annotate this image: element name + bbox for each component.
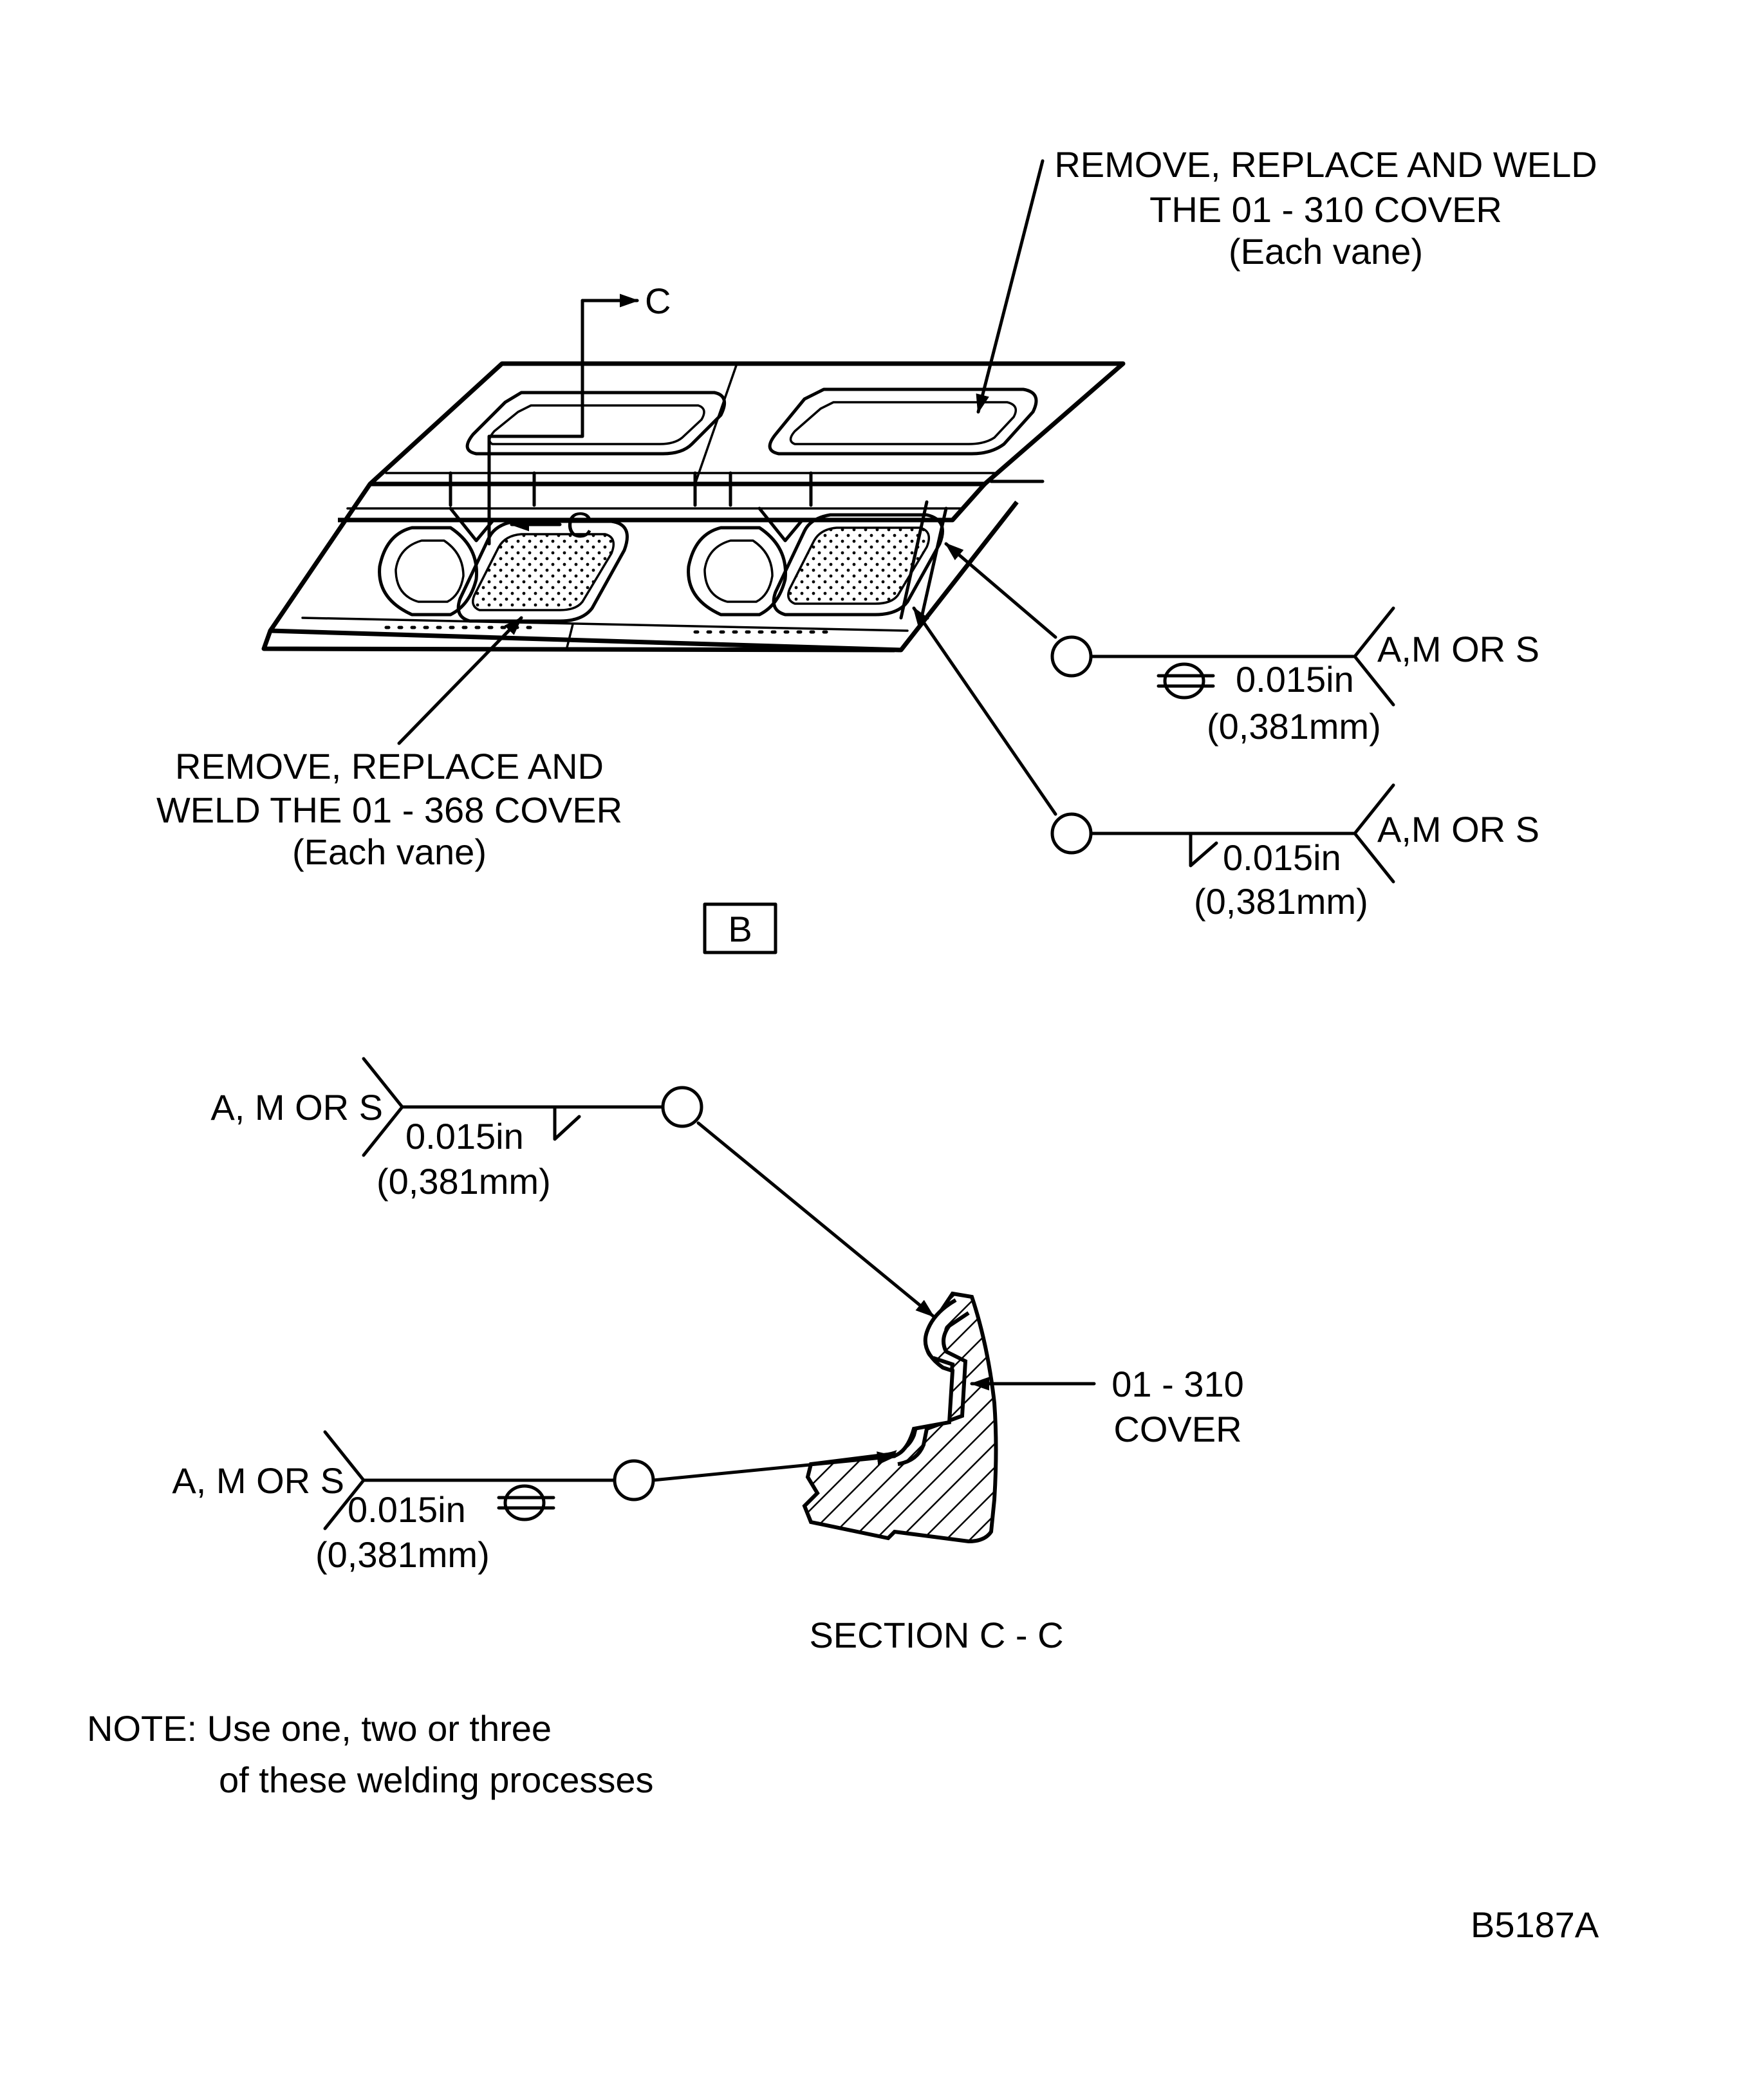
section-title: SECTION C - C <box>809 1615 1063 1655</box>
callout-top-cover: REMOVE, REPLACE AND WELD THE 01 - 310 CO… <box>976 144 1597 414</box>
vane-assembly <box>261 361 1126 653</box>
callout-bottom-line2: WELD THE 01 - 368 COVER <box>156 790 622 830</box>
note-line1: NOTE: Use one, two or three <box>87 1708 552 1749</box>
callout-bottom-cover: REMOVE, REPLACE AND WELD THE 01 - 368 CO… <box>156 616 622 872</box>
cover-label-line2: COVER <box>1113 1409 1241 1449</box>
weld-symbol-c2: A, M OR S 0.015in (0,381mm) <box>172 1430 897 1575</box>
callout-top-line2: THE 01 - 310 COVER <box>1149 189 1502 230</box>
weld-symbol-b1: 0.015in (0,381mm) A,M OR S <box>944 542 1539 747</box>
weld-b1-size-metric: (0,381mm) <box>1207 706 1381 747</box>
section-cut-line: C C <box>487 281 671 546</box>
figure-id: B5187A <box>1471 1904 1599 1945</box>
view-label-b: B <box>703 902 777 954</box>
section-marker-top: C <box>645 281 671 321</box>
weld-b1-process: A,M OR S <box>1377 629 1539 669</box>
weld-symbol-b2: 0.015in (0,381mm) A,M OR S <box>912 606 1539 922</box>
weld-c2-size-metric: (0,381mm) <box>315 1534 490 1575</box>
weld-c1-size-metric: (0,381mm) <box>376 1161 551 1202</box>
weld-c1-size: 0.015in <box>405 1116 524 1157</box>
section-marker-mid: C <box>566 505 592 545</box>
weld-b2-size: 0.015in <box>1223 837 1341 878</box>
callout-bottom-line3: (Each vane) <box>292 832 487 872</box>
view-label-b-text: B <box>728 909 752 949</box>
callout-bottom-line1: REMOVE, REPLACE AND <box>175 746 604 786</box>
weld-symbol-c1: A, M OR S 0.015in (0,381mm) <box>210 1057 935 1318</box>
callout-top-line1: REMOVE, REPLACE AND WELD <box>1054 144 1597 185</box>
cover-label-line1: 01 - 310 <box>1111 1364 1244 1404</box>
weld-b2-process: A,M OR S <box>1377 809 1539 850</box>
weld-c2-size: 0.015in <box>348 1489 466 1530</box>
weld-c2-process: A, M OR S <box>172 1460 344 1501</box>
note-line2: of these welding processes <box>219 1760 654 1800</box>
weld-c1-process: A, M OR S <box>210 1087 383 1128</box>
cover-callout: 01 - 310 COVER <box>970 1364 1244 1449</box>
weld-b1-size: 0.015in <box>1236 659 1354 700</box>
callout-top-line3: (Each vane) <box>1229 231 1423 272</box>
section-cc-profile <box>802 1291 998 1544</box>
weld-b2-size-metric: (0,381mm) <box>1194 881 1368 922</box>
